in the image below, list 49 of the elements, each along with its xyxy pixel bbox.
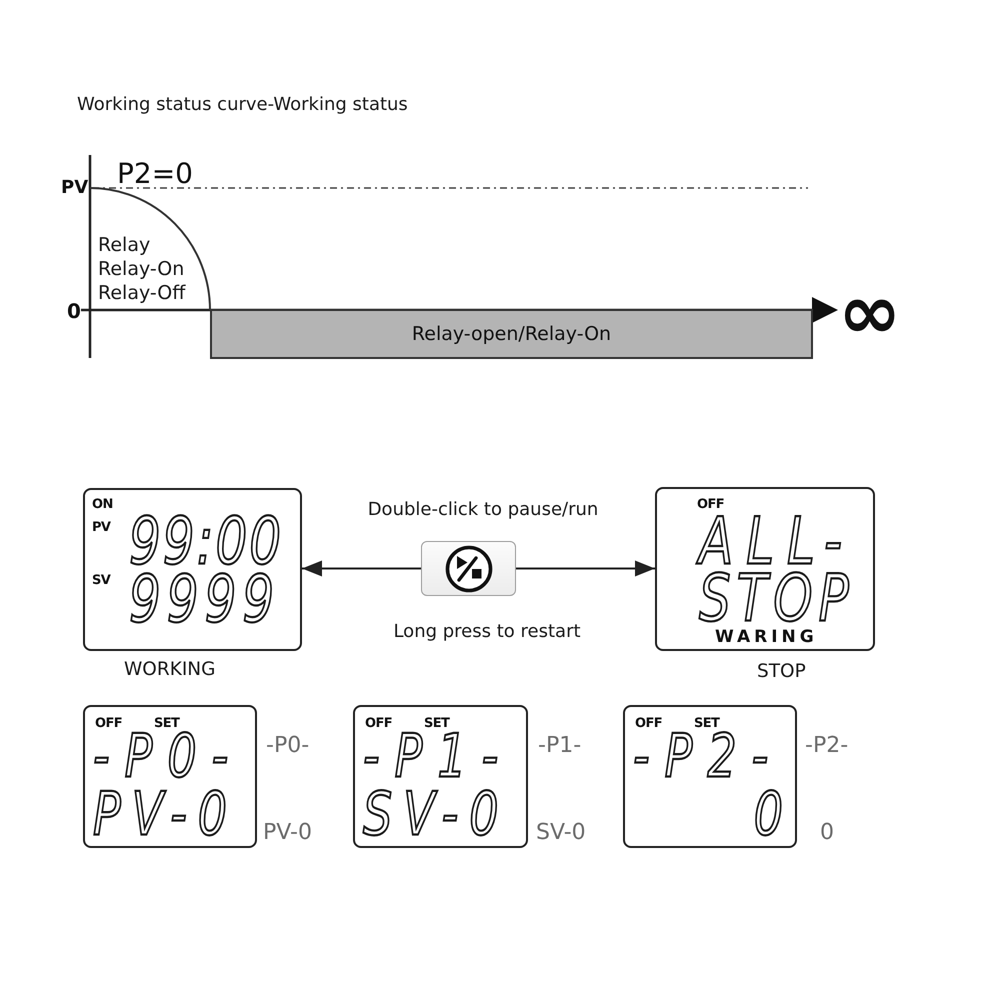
curve-area (90, 188, 212, 310)
indicator-label: SV (92, 573, 110, 588)
parameter-label: -P2- (805, 735, 848, 757)
lcd-display (83, 488, 302, 651)
relay-state-label: Relay-Off (98, 281, 186, 305)
mode-button (421, 541, 516, 596)
axis-label: PV (61, 179, 88, 197)
indicator-label: SET (694, 716, 720, 731)
segment-readout: 0 (754, 789, 783, 840)
arrow (516, 560, 655, 576)
indicator-label: PV (92, 520, 110, 535)
parameter-label: SV-0 (536, 822, 586, 844)
axis-end-label: ∞ (838, 289, 902, 335)
curve-annotation: P2=0 (117, 160, 193, 188)
chart-title: Working status curve-Working status (77, 93, 408, 117)
parameter-label: 0 (820, 822, 834, 844)
indicator-label: ON (92, 497, 113, 512)
indicator-label: OFF (697, 497, 724, 512)
segment-readout: SV-0 (363, 789, 510, 840)
relay-state-label: Relay (98, 233, 150, 257)
indicator-label: OFF (365, 716, 392, 731)
lcd-display (83, 705, 257, 848)
warning-label: WARING (715, 627, 818, 647)
segment-readout: -P0- (93, 731, 244, 782)
indicator-label: SET (154, 716, 180, 731)
instruction-text: Double-click to pause/run (368, 498, 598, 522)
indicator-label: SET (424, 716, 450, 731)
lcd-display (353, 705, 528, 848)
bar-label: Relay-open/Relay-On (412, 322, 612, 346)
segment-readout: STOP (699, 571, 855, 626)
indicator-label: OFF (635, 716, 662, 731)
parameter-label: -P0- (266, 735, 310, 757)
parameter-label: PV-0 (263, 822, 312, 844)
segment-readout: PV-0 (93, 789, 238, 840)
axis-tick-label: 0 (67, 301, 81, 321)
relay-output-bar (210, 309, 813, 359)
display-caption: STOP (757, 660, 806, 684)
relay-state-label: Relay-On (98, 257, 184, 281)
segment-readout: 9999 (129, 572, 280, 628)
arrow (302, 560, 421, 576)
segment-readout: 99:00 (129, 514, 284, 570)
display-caption: WORKING (124, 658, 216, 682)
indicator-label: OFF (95, 716, 122, 731)
lcd-display (655, 487, 875, 651)
lcd-display (623, 705, 797, 848)
instruction-text: Long press to restart (393, 620, 581, 644)
segment-readout: -P2- (633, 731, 784, 782)
parameter-label: -P1- (538, 735, 582, 757)
segment-readout: -P1- (363, 731, 514, 782)
